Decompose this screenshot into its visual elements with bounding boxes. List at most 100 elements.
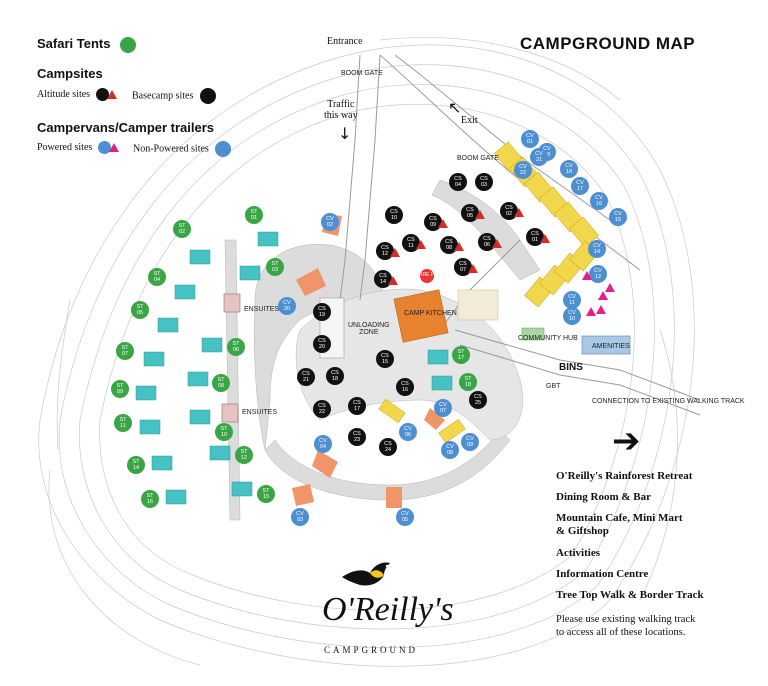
gbt-label: GBT: [546, 383, 561, 390]
fire-pit-mark: [420, 269, 434, 283]
location-item: Activities: [556, 547, 600, 559]
legend-campervans-title: Campervans/Camper trailers: [37, 120, 215, 135]
ensuites-label: ENSUITES: [242, 409, 278, 416]
building-block: [457, 289, 499, 321]
community-hub-block: [521, 327, 545, 341]
arrow-up-left-icon: ↖: [448, 98, 462, 117]
location-item: Dining Room & Bar: [556, 491, 652, 503]
powered-triangle-icon: [598, 291, 608, 300]
safari-tent-pads: [135, 231, 453, 505]
legend-safari-tents: Safari Tents: [37, 36, 137, 53]
logo-name: O'Reilly's: [322, 591, 454, 628]
boom-gate-label: BOOM GATE: [341, 70, 383, 77]
altitude-triangle-icon: [438, 219, 448, 228]
ensuites-label: ENSUITES: [244, 306, 280, 313]
altitude-triangle-icon: [514, 208, 524, 217]
logo-sub: CAMPGROUND: [324, 645, 419, 655]
locations-list: O'Reilly's Rainforest Retreat Dining Roo…: [556, 470, 756, 639]
legend-altitude-label: Altitude sites: [37, 88, 91, 100]
altitude-triangle-icon: [390, 248, 400, 257]
altitude-triangle-icon: [540, 234, 550, 243]
fire-pit-label: FIRE PIT: [418, 272, 439, 278]
legend-non-powered-label: Non-Powered sites: [133, 143, 209, 155]
legend-basecamp-label: Basecamp sites: [132, 90, 194, 102]
powered-triangle-icon: [582, 271, 592, 280]
campsite-icon: [199, 88, 216, 104]
legend-altitude-sites: Altitude sites: [37, 88, 117, 101]
bird-icon: [340, 555, 400, 600]
altitude-triangle-icon: [454, 242, 464, 251]
contour-lines: [38, 37, 695, 667]
legend-campsites-title: Campsites: [37, 66, 103, 81]
altitude-triangle-icon: [416, 240, 426, 249]
campsite-icon: [95, 88, 109, 101]
amenities-block: [581, 335, 631, 355]
legend-powered-sites: Powered sites: [37, 141, 119, 154]
location-item: Tree Top Walk & Border Track: [556, 589, 704, 601]
location-item: Mountain Cafe, Mini Mart & Giftshop: [556, 512, 683, 537]
walking-track-note: Please use existing walking track to acc…: [556, 614, 696, 638]
entrance-label: Entrance: [327, 36, 363, 47]
altitude-triangle-icon: [492, 239, 502, 248]
arrow-down-icon: ↓: [338, 124, 352, 143]
altitude-triangle-icon: [106, 90, 117, 99]
boom-gate-label: BOOM GATE: [457, 155, 499, 162]
ensuite-blocks: [221, 293, 241, 423]
camp-kitchen-label: CAMP KITCHEN: [404, 310, 457, 317]
legend-safari-tents-label: Safari Tents: [37, 36, 111, 51]
powered-triangle-icon: [586, 307, 596, 316]
location-item: O'Reilly's Rainforest Retreat: [556, 470, 693, 482]
powered-triangle-icon: [108, 143, 119, 152]
camp-kitchen-block: [393, 289, 449, 343]
bins-label: BINS: [559, 362, 583, 373]
legend-powered-label: Powered sites: [37, 141, 93, 153]
powered-triangle-icon: [605, 283, 615, 292]
legend-non-powered-sites: Non-Powered sites: [133, 141, 232, 157]
altitude-triangle-icon: [475, 210, 485, 219]
